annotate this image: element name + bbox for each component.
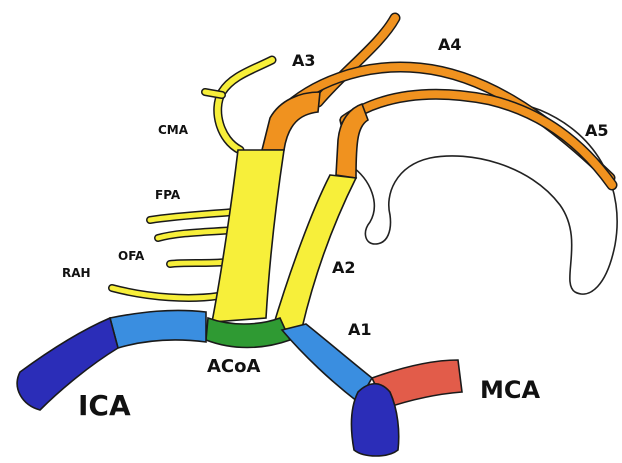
label-fpa: FPA (155, 189, 180, 201)
a4-upper-branch-fill (318, 18, 395, 102)
label-a2: A2 (332, 260, 356, 276)
acoa-segment (206, 318, 290, 348)
label-a4: A4 (438, 37, 462, 53)
label-a3: A3 (292, 53, 316, 69)
a2-right-segment (272, 175, 356, 330)
left-a1-segment (110, 310, 206, 348)
label-cma: CMA (158, 124, 188, 136)
label-ofa: OFA (118, 250, 144, 262)
right-ica-segment (351, 384, 398, 456)
cma-branch-fill (218, 60, 272, 150)
a2-left-segment (212, 150, 284, 322)
label-ica: ICA (78, 392, 131, 420)
a3-left-segment (262, 92, 320, 150)
label-a5: A5 (585, 123, 609, 139)
label-a1: A1 (348, 322, 372, 338)
cma-twig-fill (205, 92, 222, 95)
ofa-branch-fill (170, 262, 228, 264)
corpus-callosum-outline (340, 94, 617, 294)
label-acoa: ACoA (207, 358, 260, 376)
label-mca: MCA (480, 378, 540, 402)
label-rah: RAH (62, 267, 91, 279)
